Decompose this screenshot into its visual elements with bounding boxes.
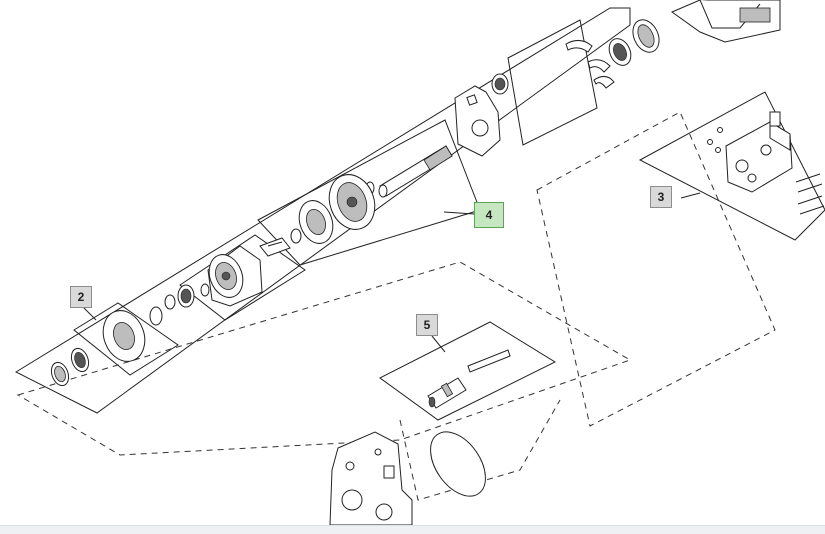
group-5-dashed-outline	[16, 261, 632, 456]
swashplate	[454, 85, 501, 157]
group-5-panel	[379, 321, 557, 421]
leader-3	[680, 192, 701, 199]
group-2-flange	[102, 310, 146, 362]
large-o-ring	[430, 431, 486, 497]
bottom-scroll-strip	[0, 525, 825, 534]
subgroup-panel-upper	[507, 19, 598, 146]
callout-2[interactable]: 2	[70, 286, 92, 308]
leader-5	[431, 335, 446, 353]
spool-pin	[467, 349, 511, 373]
end-cap-housing	[207, 245, 263, 307]
group-3-dashed-outline	[536, 111, 776, 427]
manifold-block	[329, 431, 413, 526]
cylinder-block	[328, 174, 376, 230]
spring	[491, 73, 509, 95]
seal-ring-1	[200, 283, 210, 297]
snap-ring	[149, 306, 163, 326]
nameplate	[259, 237, 291, 257]
subgroup-panel-2	[73, 302, 179, 376]
o-ring-small	[290, 228, 302, 244]
callout-4[interactable]: 4	[474, 202, 504, 228]
pump-housing	[670, 0, 781, 43]
bearing-race	[632, 19, 660, 53]
leader-4	[443, 211, 475, 215]
tapered-bearing	[608, 38, 632, 66]
subgroup-panel-lower	[179, 234, 306, 321]
callout-5[interactable]: 5	[416, 314, 438, 336]
lower-bearing	[70, 347, 90, 373]
o-rings-small	[707, 127, 723, 153]
relief-cartridge	[427, 377, 467, 409]
valve-plate	[298, 200, 334, 244]
leader-2	[81, 305, 97, 321]
seal-ring-2	[164, 294, 176, 310]
drive-shaft	[378, 145, 453, 198]
lower-race	[50, 361, 70, 387]
swashplate-bearing-halves	[565, 40, 615, 89]
needle-bearing	[177, 284, 195, 308]
assembly-4-panel	[14, 7, 631, 414]
callout-3[interactable]: 3	[650, 186, 672, 208]
valve-bolts	[795, 173, 825, 215]
group-3-panel	[638, 91, 825, 241]
valve-block	[725, 111, 793, 193]
